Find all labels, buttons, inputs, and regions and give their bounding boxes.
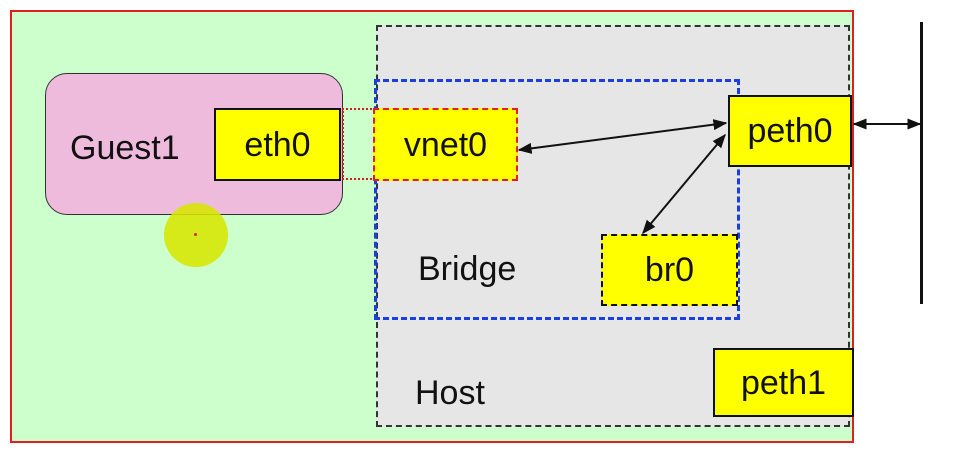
cursor-highlight — [164, 203, 228, 267]
bridge-box — [374, 79, 740, 320]
vnet0-interface: vnet0 — [373, 108, 518, 181]
peth0-label: peth0 — [747, 112, 833, 150]
br0-interface: br0 — [601, 234, 738, 306]
guest-eth0-label: eth0 — [244, 125, 311, 164]
vnet0-peth0-arrow — [517, 119, 728, 154]
guest-label: Guest1 — [70, 129, 180, 167]
peth1-label: peth1 — [740, 363, 827, 402]
peth0-interface: peth0 — [728, 95, 852, 167]
peth1-interface: peth1 — [713, 348, 854, 417]
external-network-line — [920, 22, 923, 304]
guest-eth0-interface: eth0 — [214, 108, 341, 181]
host-label: Host — [415, 374, 485, 412]
br0-label: br0 — [644, 251, 695, 289]
br0-peth0-arrow — [642, 133, 726, 235]
bridge-label: Bridge — [418, 250, 517, 288]
vnet0-label: vnet0 — [403, 125, 488, 164]
